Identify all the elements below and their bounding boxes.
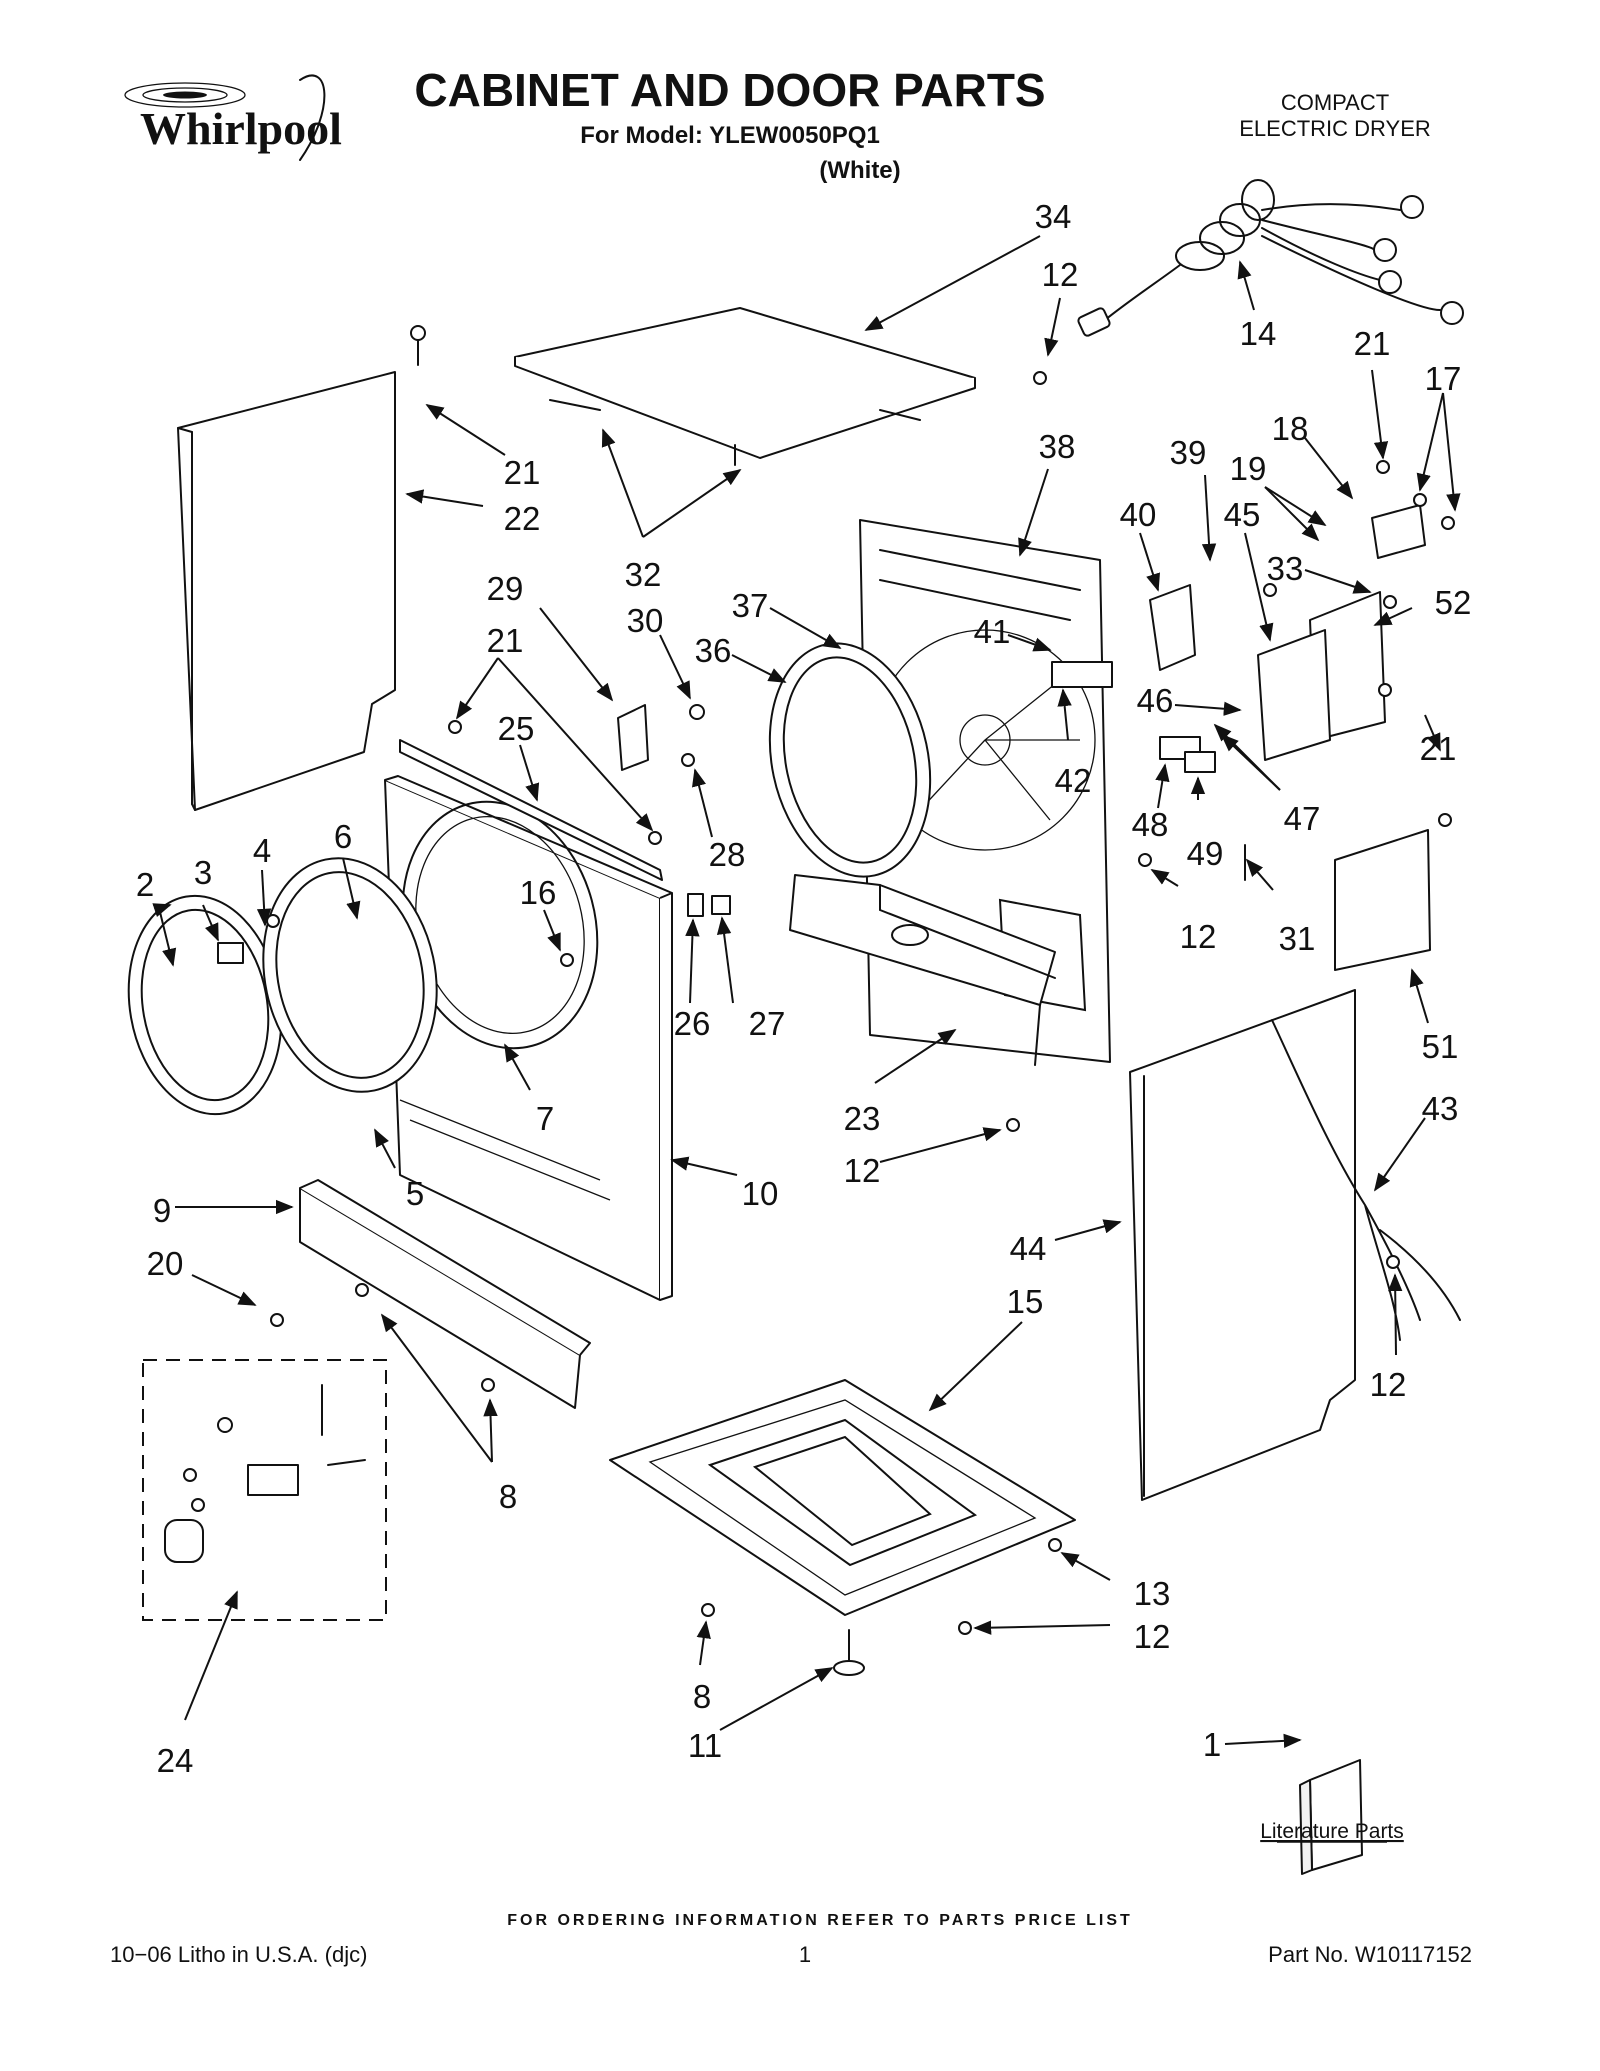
callout-36: 36 [695, 632, 732, 669]
callout-42: 42 [1055, 762, 1092, 799]
callout-16: 16 [520, 874, 557, 911]
callout-12: 12 [1370, 1366, 1407, 1403]
callout-13: 13 [1134, 1575, 1171, 1612]
callout-12: 12 [1042, 256, 1079, 293]
wire-harness-part [1271, 1019, 1461, 1341]
front-panel-part [384, 775, 673, 1301]
color-line: (White) [819, 157, 900, 184]
page-title: CABINET AND DOOR PARTS [414, 64, 1045, 116]
callout-12: 12 [1180, 918, 1217, 955]
callout-40: 40 [1120, 496, 1157, 533]
literature-parts-label: Literature Parts [1260, 1820, 1404, 1843]
callout-21: 21 [504, 454, 541, 491]
fuse-part [1184, 751, 1216, 773]
leveling-leg-part [833, 1660, 865, 1676]
door-latch-kit-parts [164, 1384, 366, 1563]
callout-25: 25 [498, 710, 535, 747]
cord-bracket-part [1371, 504, 1426, 559]
literature-booklet-part [1309, 1759, 1363, 1871]
ordering-note: FOR ORDERING INFORMATION REFER TO PARTS … [507, 1912, 1133, 1929]
callout-4: 4 [253, 832, 271, 869]
callout-43: 43 [1422, 1090, 1459, 1127]
callout-10: 10 [742, 1175, 779, 1212]
toe-kick-part [299, 1179, 591, 1409]
page-number: 1 [799, 1942, 811, 1967]
leader-arrows [152, 235, 1461, 1749]
right-side-panel-part [1129, 989, 1356, 1501]
callout-3: 3 [194, 854, 212, 891]
callout-5: 5 [406, 1175, 424, 1212]
callout-12: 12 [1134, 1618, 1171, 1655]
callout-32: 32 [625, 556, 662, 593]
product-line-1: COMPACT [1281, 90, 1389, 115]
callout-1: 1 [1203, 1726, 1221, 1763]
callout-21: 21 [487, 622, 524, 659]
door-latch-kit-box [142, 1359, 387, 1621]
litho-line: 10−06 Litho in U.S.A. (djc) [110, 1942, 367, 1967]
callout-21: 21 [1420, 730, 1457, 767]
callout-18: 18 [1272, 410, 1309, 447]
callout-8: 8 [693, 1678, 711, 1715]
callout-17: 17 [1425, 360, 1462, 397]
part-number: Part No. W10117152 [1268, 1942, 1472, 1967]
callout-33: 33 [1267, 550, 1304, 587]
hinge-bracket-part [617, 704, 649, 771]
left-side-panel-part [177, 371, 396, 811]
callout-14: 14 [1240, 315, 1277, 352]
callout-27: 27 [749, 1005, 786, 1042]
callout-34: 34 [1035, 198, 1072, 235]
terminal-block-part [1051, 661, 1113, 688]
callout-24: 24 [157, 1742, 194, 1779]
callout-30: 30 [627, 602, 664, 639]
brand-wordmark: Whirlpool [140, 103, 342, 154]
callout-12: 12 [844, 1152, 881, 1189]
callout-7: 7 [536, 1100, 554, 1137]
callout-labels: 34 12 14 21 17 21 22 32 38 39 18 19 40 4… [136, 198, 1472, 1779]
callout-38: 38 [1039, 428, 1076, 465]
callout-47: 47 [1284, 800, 1321, 837]
callout-29: 29 [487, 570, 524, 607]
callout-20: 20 [147, 1245, 184, 1282]
callout-15: 15 [1007, 1283, 1044, 1320]
callout-31: 31 [1279, 920, 1316, 957]
callout-45: 45 [1224, 496, 1261, 533]
callout-52: 52 [1435, 584, 1472, 621]
callout-46: 46 [1137, 682, 1174, 719]
product-line-2: ELECTRIC DRYER [1239, 116, 1431, 141]
callout-28: 28 [709, 836, 746, 873]
callout-26: 26 [674, 1005, 711, 1042]
model-line: For Model: YLEW0050PQ1 [580, 122, 880, 149]
callout-21: 21 [1354, 325, 1391, 362]
hinge-pad-part [217, 942, 244, 964]
callout-23: 23 [844, 1100, 881, 1137]
callout-44: 44 [1010, 1230, 1047, 1267]
callout-8: 8 [499, 1478, 517, 1515]
bracket-40-part [1149, 584, 1196, 671]
callout-11: 11 [688, 1727, 722, 1764]
front-rail-part [399, 739, 663, 881]
callout-49: 49 [1187, 835, 1224, 872]
door-catch-part [711, 895, 731, 915]
callout-9: 9 [153, 1192, 171, 1229]
callout-22: 22 [504, 500, 541, 537]
callout-6: 6 [334, 818, 352, 855]
toe-panel-brace-part [789, 874, 1056, 1066]
cabinet-base-part [609, 1379, 1076, 1616]
callout-41: 41 [974, 613, 1011, 650]
power-cord-part [1077, 179, 1464, 337]
whirlpool-logo: Whirlpool [124, 74, 342, 161]
top-panel-part [514, 307, 976, 466]
control-bracket-part [1257, 629, 1331, 761]
callout-48: 48 [1132, 806, 1169, 843]
callout-51: 51 [1422, 1028, 1459, 1065]
callout-37: 37 [732, 587, 769, 624]
callout-39: 39 [1170, 434, 1207, 471]
terminal-block-cover-part [1334, 829, 1431, 971]
outer-door-part [262, 857, 438, 1093]
door-strike-part [687, 893, 704, 917]
callout-2: 2 [136, 866, 154, 903]
callout-19: 19 [1230, 450, 1267, 487]
